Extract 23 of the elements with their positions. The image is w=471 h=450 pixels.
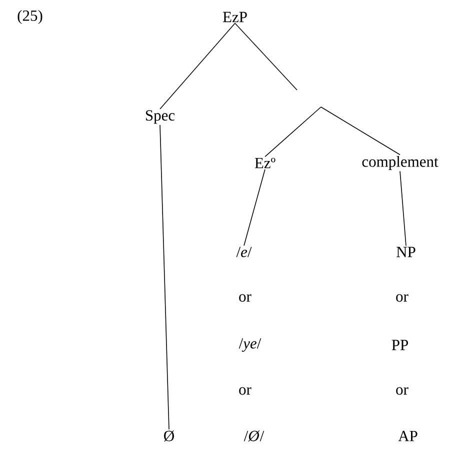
tree-node-label: Spec [146, 110, 175, 124]
tree-node-label: EzP [222, 12, 247, 22]
tree-branch [400, 170, 406, 246]
tree-node-label: complement [362, 156, 438, 170]
tree-text: /ye/ [238, 338, 262, 352]
tree-text: or [396, 294, 408, 302]
example-number: (25) [18, 10, 42, 24]
tree-text: AP [398, 430, 418, 442]
tree-text: or [396, 387, 408, 395]
tree-node-label: Ezº [254, 158, 276, 168]
tree-text: PP [392, 340, 408, 350]
tree-node-label: /e/ [236, 246, 252, 258]
tree-text: or [239, 387, 252, 395]
tree-text: or [239, 294, 252, 302]
tree-branch [244, 168, 266, 246]
tree-node-label: Ø [164, 430, 174, 442]
tree-branch [264, 106, 322, 158]
tree-node-label: NP [396, 246, 416, 258]
tree-branch [160, 22, 236, 110]
tree-branch [320, 106, 400, 156]
tree-branch [234, 22, 298, 90]
tree-text: /Ø/ [244, 430, 264, 442]
tree-branch [160, 124, 170, 430]
